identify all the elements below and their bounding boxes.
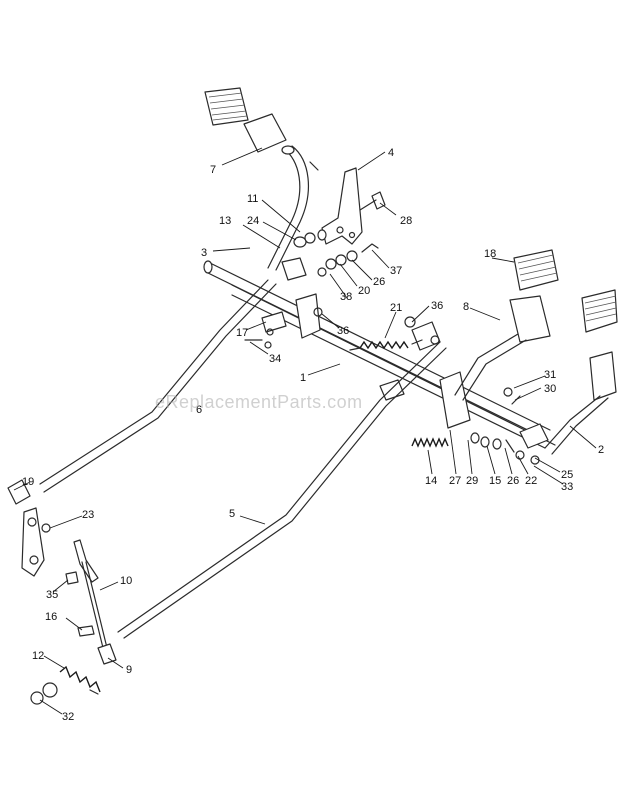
callout-30: 30 [544, 383, 556, 395]
pedal-pad-right [454, 249, 559, 401]
callout-23: 23 [82, 509, 94, 521]
callout-16: 16 [45, 611, 57, 623]
brake-bracket [321, 167, 386, 245]
rod-left [39, 279, 277, 493]
callout-7: 7 [210, 164, 216, 176]
callout-31: 31 [544, 369, 556, 381]
callout-18: 18 [484, 248, 496, 260]
callout-6: 6 [196, 404, 202, 416]
callout-5: 5 [229, 508, 235, 520]
rod-end-left [7, 479, 51, 577]
washers-upper [293, 229, 379, 277]
callout-27: 27 [449, 475, 461, 487]
callout-9: 9 [126, 664, 132, 676]
pedal-arm-left [267, 145, 319, 271]
callout-21: 21 [390, 302, 402, 314]
callout-24: 24 [247, 215, 259, 227]
callout-2: 2 [598, 444, 604, 456]
cross-shaft [203, 260, 556, 449]
pedal-pad-far-right [544, 289, 618, 455]
callout-13: 13 [219, 215, 231, 227]
callout-15: 15 [489, 475, 501, 487]
callout-28: 28 [400, 215, 412, 227]
watermark-text: eReplacementParts.com [155, 392, 363, 412]
spring-lower [411, 437, 449, 448]
pedal-pad-left [204, 87, 287, 153]
callout-10: 10 [120, 575, 132, 587]
callout-36-upper: 36 [431, 300, 443, 312]
callout-26-upper: 26 [373, 276, 385, 288]
callout-35: 35 [46, 589, 58, 601]
callout-12: 12 [32, 650, 44, 662]
callout-19: 19 [22, 476, 34, 488]
callout-17: 17 [236, 327, 248, 339]
callout-38: 38 [340, 291, 352, 303]
callout-8: 8 [463, 301, 469, 313]
callout-22: 22 [525, 475, 537, 487]
callout-33: 33 [561, 481, 573, 493]
spring-upper [359, 340, 409, 350]
callout-36-mid: 36 [337, 325, 349, 337]
callout-1: 1 [300, 372, 306, 384]
callout-37: 37 [390, 265, 402, 277]
callout-29: 29 [466, 475, 478, 487]
callout-11: 11 [247, 193, 258, 205]
callout-26-lower: 26 [507, 475, 519, 487]
link-rod-lower [65, 539, 117, 665]
rod-center [117, 341, 447, 639]
lower-spring-assembly [30, 665, 101, 705]
callout-20: 20 [358, 285, 370, 297]
callout-4: 4 [388, 147, 394, 159]
callout-3: 3 [201, 247, 207, 259]
callout-25: 25 [561, 469, 573, 481]
callout-labels: 1 2 3 4 5 6 7 8 9 10 11 12 13 14 15 16 1… [22, 147, 604, 723]
leader-lines [13, 147, 597, 715]
callout-32: 32 [62, 711, 74, 723]
callout-34: 34 [269, 353, 281, 365]
callout-14: 14 [425, 475, 437, 487]
right-hardware [470, 387, 540, 465]
